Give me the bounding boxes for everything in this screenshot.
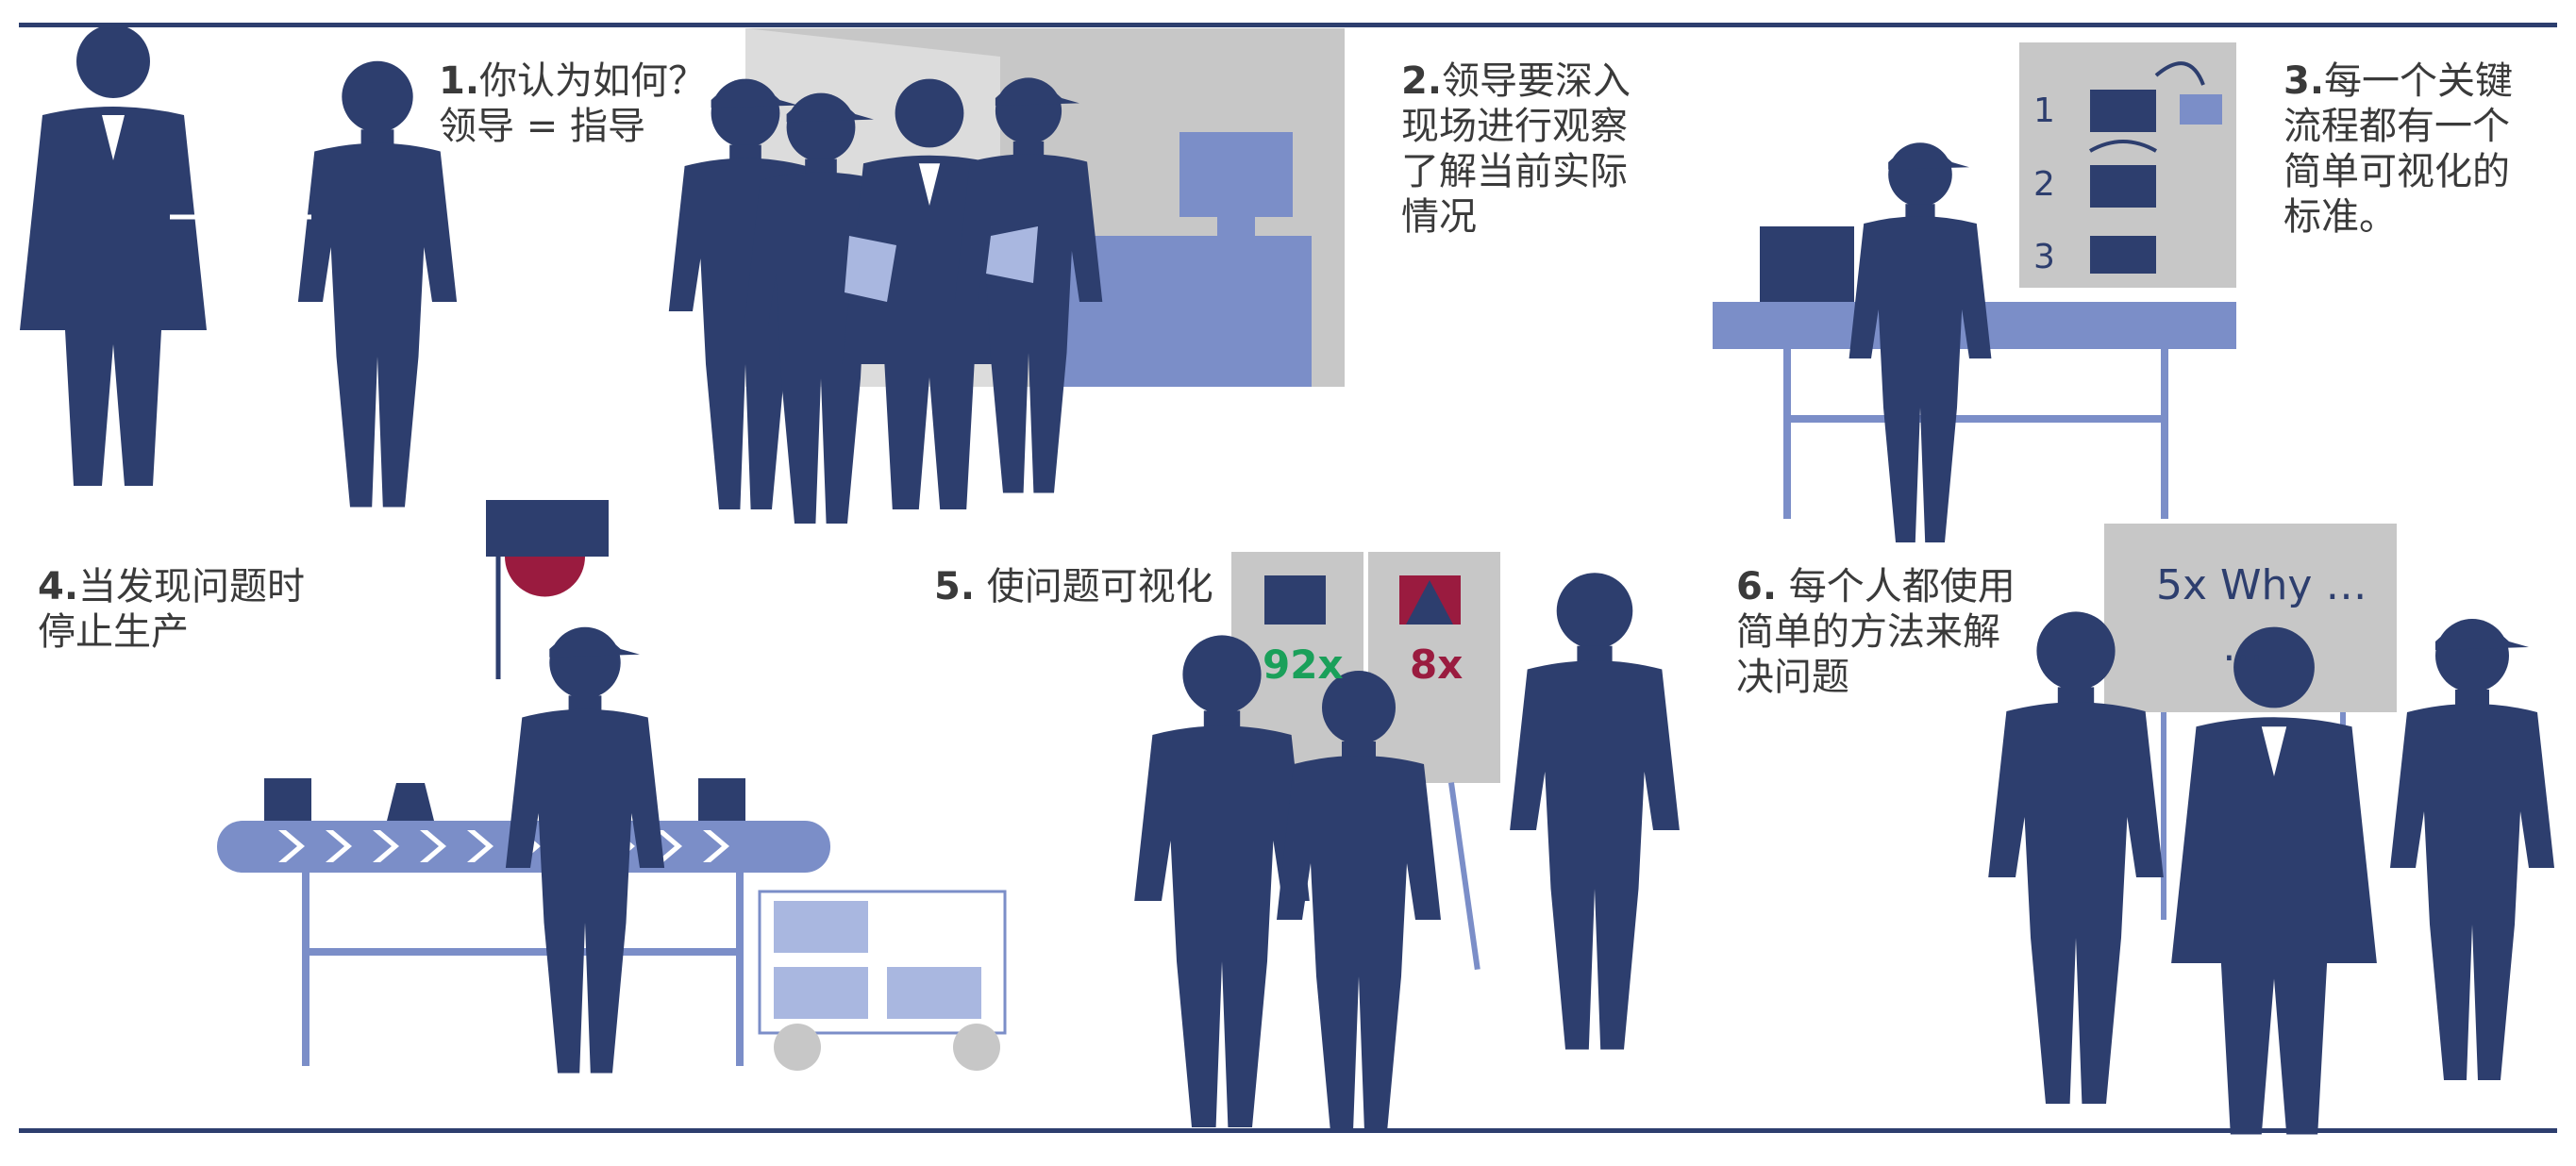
cart-icon — [758, 890, 1007, 1035]
top-rule — [19, 23, 2557, 27]
step-3-label: 3 — [2033, 238, 2055, 276]
clipboard-icon — [845, 236, 896, 302]
box-icon — [264, 778, 311, 821]
caption-1: 1.你认为如何？ 领导 = 指导 — [439, 59, 707, 148]
stat-8x: 8x — [1410, 641, 1464, 688]
presenter-silhouette-icon — [1510, 573, 1680, 1050]
why-line-1: 5x Why … — [2156, 561, 2367, 609]
box-icon — [2090, 90, 2156, 132]
bottom-rule — [19, 1128, 2557, 1133]
box-icon — [1760, 226, 1854, 302]
part-icon — [170, 193, 311, 241]
worker-silhouette-icon — [297, 60, 458, 508]
operator-silhouette-icon — [1848, 142, 1992, 542]
caption-6: 6. 每个人都使用 简单的方法来解 决问题 — [1736, 565, 2016, 699]
box-icon — [698, 778, 745, 821]
stat-92x: 92x — [1263, 641, 1344, 688]
box-icon — [1264, 575, 1326, 625]
box-icon — [2090, 236, 2156, 274]
monitor-icon — [1179, 132, 1293, 217]
clipboard-icon — [986, 226, 1038, 283]
caption-3: 3.每一个关键 流程都有一个 简单可视化的 标准。 — [2283, 59, 2514, 239]
manager-silhouette-icon — [20, 25, 207, 486]
caption-5: 5. 使问题可视化 — [934, 565, 1213, 608]
box-icon — [2090, 165, 2156, 208]
caption-4: 4.当发现问题时 停止生产 — [38, 565, 306, 654]
team-member-silhouette-icon — [2390, 619, 2554, 1080]
step-2-label: 2 — [2033, 165, 2055, 204]
why-line-2: … — [2222, 623, 2264, 671]
operator-silhouette-icon — [505, 626, 665, 1074]
step-1-label: 1 — [2033, 92, 2055, 130]
andon-light-icon — [486, 500, 609, 557]
caption-2: 2.领导要深入 现场进行观察 了解当前实际 情况 — [1401, 59, 1631, 239]
